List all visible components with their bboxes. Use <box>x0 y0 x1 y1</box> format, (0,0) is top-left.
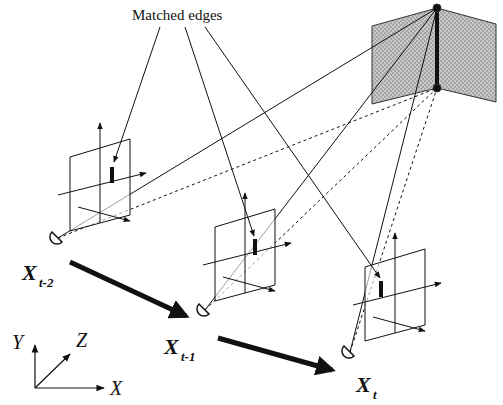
pose-symbol: X <box>22 262 37 284</box>
pose-symbol: X <box>356 374 371 396</box>
axis-label: Y <box>12 332 23 352</box>
projection-rays <box>58 8 437 352</box>
pose-subscript: t <box>373 388 377 401</box>
leader-arrows <box>114 27 380 278</box>
pose-subscript: t-1 <box>181 350 195 363</box>
image-planes <box>58 123 441 341</box>
camera-symbols <box>50 232 354 358</box>
pose-subscript: t-2 <box>39 276 53 289</box>
world-axes <box>35 345 104 388</box>
pose-symbol: X <box>164 336 179 358</box>
motion-arrows <box>70 262 332 370</box>
axis-label: X <box>110 378 122 398</box>
axis-label: Z <box>76 330 87 350</box>
callout-label: Matched edges <box>132 8 222 23</box>
